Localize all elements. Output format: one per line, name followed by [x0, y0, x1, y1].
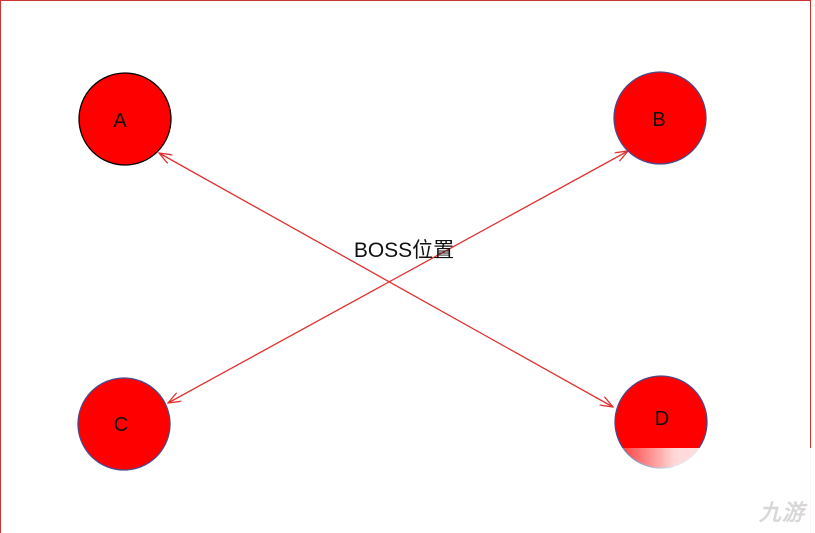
- node-c-label: C: [114, 414, 128, 436]
- node-b-label: B: [652, 109, 665, 131]
- node-c: C: [77, 377, 171, 471]
- node-b: B: [613, 71, 707, 165]
- watermark-text: 九游: [758, 501, 805, 526]
- watermark: 九游: [600, 448, 815, 533]
- node-a: A: [78, 72, 172, 166]
- node-a-label: A: [113, 110, 127, 132]
- node-a-circle: [78, 72, 172, 166]
- node-b-circle: [613, 71, 707, 165]
- boss-position-label: BOSS位置: [354, 239, 454, 262]
- arrow-a-d: [159, 153, 613, 407]
- node-c-circle: [77, 377, 171, 471]
- node-d: D: [614, 375, 708, 469]
- arrow-c-b: [168, 151, 628, 403]
- node-d-label: D: [655, 408, 669, 430]
